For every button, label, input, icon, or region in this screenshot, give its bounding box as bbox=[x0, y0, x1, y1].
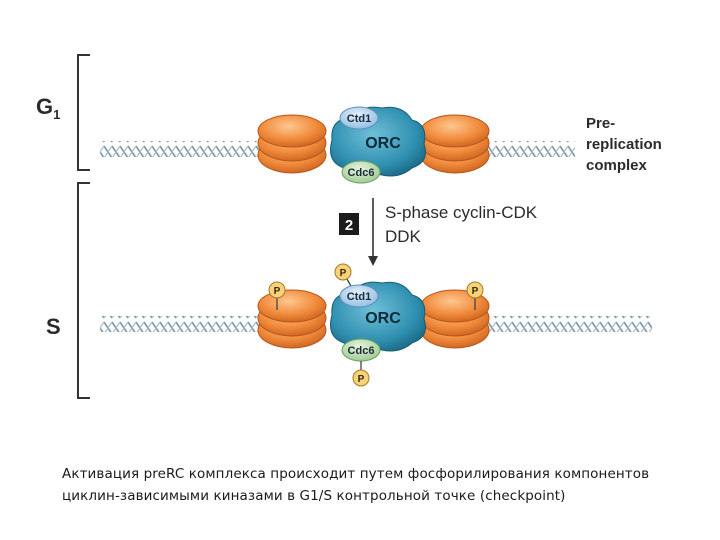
phase-g1-label: G1 bbox=[36, 94, 60, 122]
ctd1-label: Ctd1 bbox=[347, 113, 371, 125]
dna-helix bbox=[480, 316, 652, 332]
nucleosome bbox=[420, 289, 490, 349]
g1-bracket bbox=[77, 54, 90, 171]
cdc6-label: Cdc6 bbox=[348, 345, 375, 357]
s-prerc: P P ORC P Ctd1 Cdc6 P bbox=[100, 263, 652, 387]
g1-prerc: ORC Ctd1 Cdc6 bbox=[100, 106, 575, 184]
complex-label-line2: replication bbox=[586, 136, 662, 153]
caption: Активация preRC комплекса происходит пут… bbox=[62, 466, 650, 504]
phosphate-label: P bbox=[472, 286, 479, 297]
phosphate-tag bbox=[268, 281, 286, 299]
cdc6-label: Cdc6 bbox=[348, 167, 375, 179]
step-badge bbox=[339, 213, 359, 235]
arrow-head-icon bbox=[368, 256, 378, 266]
kinase-line2: DDK bbox=[385, 227, 422, 246]
phosphate-tag bbox=[466, 281, 484, 299]
phosphate-label: P bbox=[340, 268, 347, 279]
ctd1-protein bbox=[339, 284, 379, 308]
phase-s-label: S bbox=[46, 314, 61, 339]
dna-helix bbox=[100, 316, 270, 332]
phosphate-tag bbox=[352, 369, 370, 387]
complex-label-line1: Pre- bbox=[586, 115, 615, 132]
phosphate-label: P bbox=[274, 286, 281, 297]
nucleosome bbox=[420, 114, 490, 174]
nucleosome bbox=[257, 289, 327, 349]
step-number: 2 bbox=[345, 217, 353, 234]
ctd1-label: Ctd1 bbox=[347, 291, 371, 303]
prerc-activation-diagram: G1 S ORC Ctd1 Cdc6 Pre- replication comp… bbox=[36, 54, 662, 399]
dna-helix bbox=[480, 141, 575, 157]
kinase-line1: S-phase cyclin-CDK bbox=[385, 203, 538, 222]
cdc6-protein bbox=[341, 160, 381, 184]
s-bracket bbox=[77, 182, 90, 399]
phosphate-label: P bbox=[358, 374, 365, 385]
ctd1-protein bbox=[339, 106, 379, 130]
nucleosome bbox=[257, 114, 327, 174]
orc-label: ORC bbox=[365, 135, 401, 152]
orc-label: ORC bbox=[365, 310, 401, 327]
dna-helix bbox=[100, 141, 270, 157]
complex-label-line3: complex bbox=[586, 157, 648, 174]
phosphate-tag bbox=[334, 263, 352, 281]
